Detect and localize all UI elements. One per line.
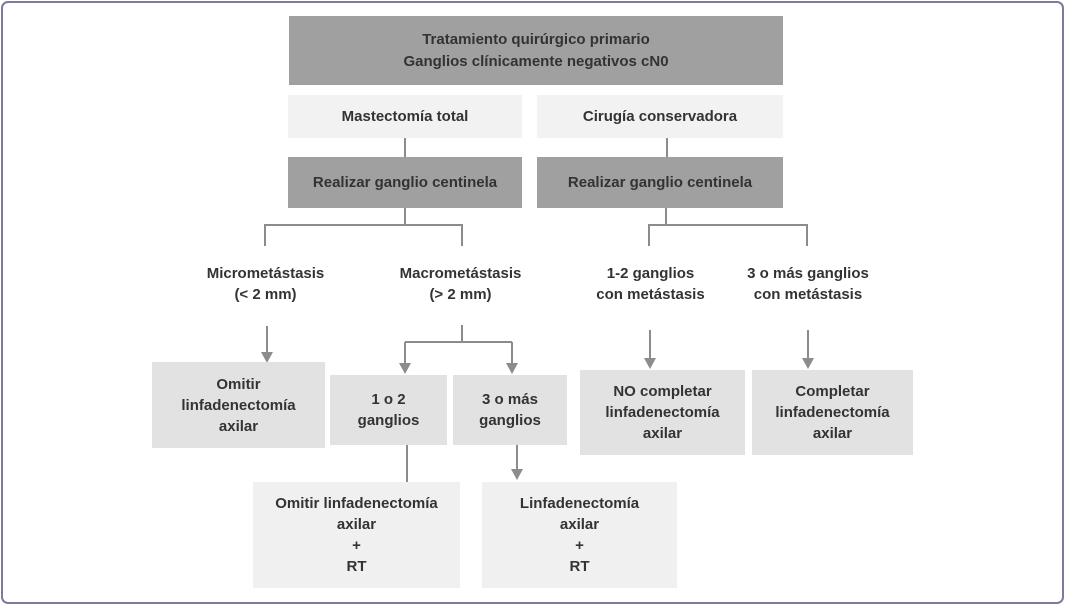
bracket-macro-split — [404, 325, 513, 363]
label-3-o-mas-ganglios-metastasis: 3 o más ganglios con metástasis — [747, 265, 869, 303]
node-completar-linfadenectomia: Completar linfadenectomía axilar — [752, 370, 913, 455]
node-linfadenectomia-rt: Linfadenectomía axilar + RT — [482, 482, 677, 588]
node-no-completar-linfadenectomia: NO completar linfadenectomía axilar — [580, 370, 745, 455]
node-1-o-2-ganglios: 1 o 2 ganglios — [330, 375, 447, 445]
node-cirugia-conservadora: Cirugía conservadora — [537, 95, 783, 138]
node-omitir-linfadenectomia-axilar: Omitir linfadenectomía axilar — [152, 362, 325, 448]
node-omitir-linfadenectomia-rt: Omitir linfadenectomía axilar + RT — [253, 482, 460, 588]
label-1-2-ganglios-metastasis: 1-2 ganglios con metástasis — [596, 265, 705, 303]
node-mastectomia-total: Mastectomía total — [288, 95, 522, 138]
arrowhead-3omas-outcome — [511, 469, 523, 480]
bracket-left-centinela-split — [264, 208, 463, 246]
arrowhead-macro-1o2 — [399, 363, 411, 374]
label-micrometastasis: Micrometástasis (< 2 mm) — [206, 265, 325, 303]
arrowhead-3plus — [802, 358, 814, 369]
node-3-o-mas-ganglios: 3 o más ganglios — [453, 375, 567, 445]
label-macrometastasis: Macrometástasis (> 2 mm) — [399, 265, 522, 303]
arrowhead-1-2 — [644, 358, 656, 369]
node-ganglio-centinela-right: Realizar ganglio centinela — [537, 157, 783, 208]
bracket-right-centinela-split — [648, 208, 808, 246]
node-ganglio-centinela-left: Realizar ganglio centinela — [288, 157, 522, 208]
arrowhead-macro-3omas — [506, 363, 518, 374]
node-title: Tratamiento quirúrgico primario Ganglios… — [289, 16, 783, 85]
